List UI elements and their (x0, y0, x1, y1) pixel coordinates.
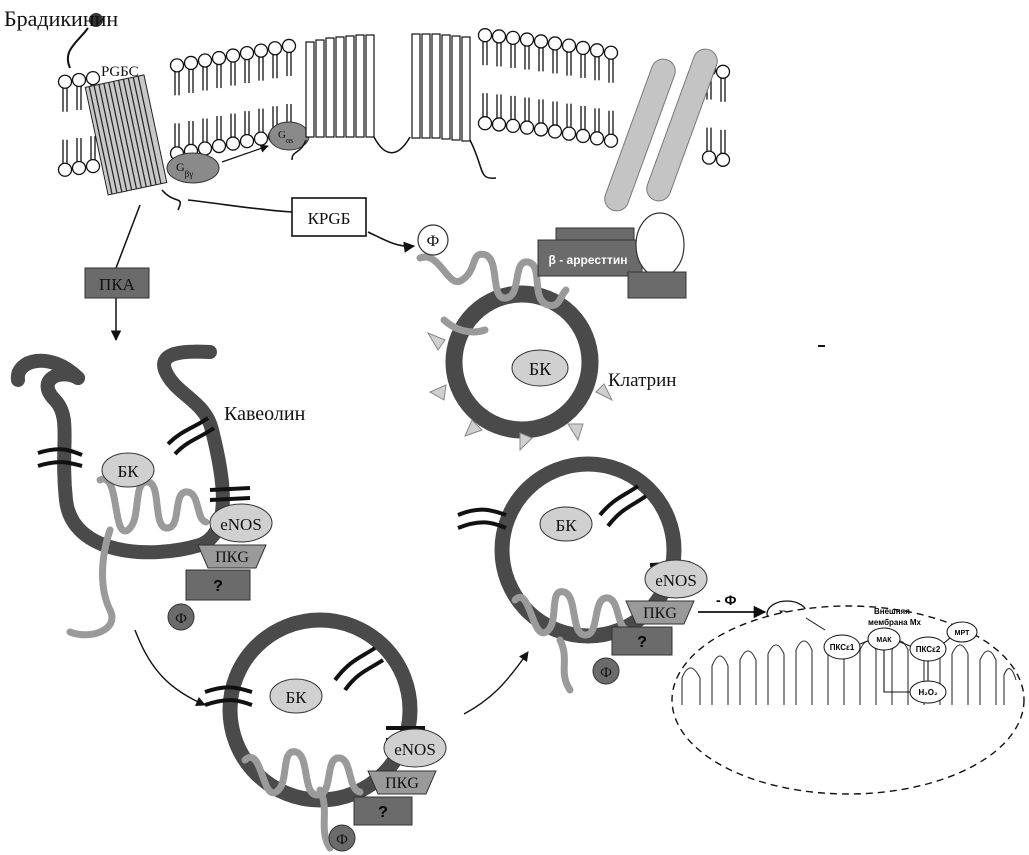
phospho-label-caveola-1: Ф (175, 611, 187, 627)
bk-label-vesicle: БК (529, 359, 552, 379)
lipid-head (563, 127, 576, 140)
lipid-head (241, 135, 254, 148)
caveola-3: БК eNOS ПКG ? Ф (458, 464, 707, 690)
clathrin-label: Клатрин (608, 370, 676, 391)
lipid-head (563, 39, 576, 52)
lipid-head (213, 52, 226, 65)
pka-label: ПКА (99, 275, 136, 294)
lipid-head (199, 142, 212, 155)
unknown-label-caveola-3: ? (637, 634, 647, 651)
enos-label-caveola-2: eNOS (394, 740, 436, 759)
lipid-head (87, 72, 100, 85)
arrow-caveola2-to-caveola3 (464, 652, 528, 714)
lipid-head (535, 123, 548, 136)
caveola-2: БК eNOS ПКG ? Ф (205, 620, 446, 851)
phospho-label-caveola-2: Ф (336, 832, 348, 848)
lipid-head (521, 33, 534, 46)
lipid-head (605, 46, 618, 59)
channel-loops (292, 137, 496, 178)
lipid-head (577, 41, 590, 54)
lipid-head (241, 47, 254, 60)
bk-label-caveola-3: БК (555, 516, 577, 535)
enos-label-caveola-3: eNOS (655, 571, 697, 590)
receptor-label: PGБС (101, 64, 139, 80)
kinase-label: КРGБ (308, 209, 351, 228)
lipid-head (493, 30, 506, 43)
mak-label: МАК (876, 637, 892, 644)
pkg-label-caveola-2: ПКG (385, 775, 419, 792)
beta-arrestin-label: β - арресттин (549, 253, 628, 267)
lipid-head (549, 37, 562, 50)
arrow-caveola1-to-caveola2 (135, 630, 205, 705)
pkc-e1-label: ПКСε1 (830, 643, 855, 652)
lipid-head (227, 137, 240, 150)
lipid-head (283, 39, 296, 52)
caveola-1: БК eNOS ПКG ? Ф (18, 352, 272, 635)
lipid-head (577, 129, 590, 142)
bradykinin-label: Брадикинин (4, 6, 118, 31)
lipid-head (507, 119, 520, 132)
g-alpha-sub: αs (286, 136, 293, 145)
lipid-head (255, 132, 268, 145)
lipid-head (535, 35, 548, 48)
pkg-label-caveola-3: ПКG (643, 605, 677, 622)
lipid-head (171, 59, 184, 72)
h2o2-label: H₂O₂ (918, 688, 938, 697)
lipid-head (227, 49, 240, 62)
lipid-head (479, 117, 492, 130)
lipid-head (591, 44, 604, 57)
adenylyl-cyclase-channel (306, 34, 470, 141)
enos-label-caveola-1: eNOS (220, 515, 262, 534)
lipid-head (59, 163, 72, 176)
unknown-label-caveola-2: ? (378, 804, 388, 821)
lipid-head (521, 121, 534, 134)
lipid-head (717, 65, 730, 78)
bk-label-caveola-1: БК (117, 462, 139, 481)
lipid-head (507, 31, 520, 44)
mito-outer-label-2: мембрана Мх (868, 618, 922, 627)
lipid-head (73, 161, 86, 174)
lipid-head (591, 132, 604, 145)
g-beta-gamma-sub: βγ (185, 169, 194, 179)
lipid-head (185, 56, 198, 69)
lipid-head (703, 151, 716, 164)
mpt-label: МРТ (955, 630, 970, 637)
lipid-head (199, 54, 212, 67)
unknown-label-caveola-1: ? (213, 578, 223, 595)
lipid-head (87, 160, 100, 173)
bradykinin-receptor (85, 75, 167, 195)
receptor-loop (68, 28, 88, 68)
lipid-head (479, 29, 492, 42)
mito-outer-label-1: Внешняя (874, 607, 910, 616)
arrow-receptor-to-pka (116, 205, 140, 268)
lipid-head (605, 134, 618, 147)
minus-phospho-label: - Ф (716, 592, 737, 608)
phospho-label-vesicle: Ф (427, 233, 440, 250)
lipid-head (255, 44, 268, 57)
lipid-head (73, 73, 86, 86)
caveolin-label: Кавеолин (224, 403, 306, 425)
receptor-tail (162, 190, 180, 210)
g-alpha-label: G (278, 129, 286, 141)
pkc-e2-label: ПКСε2 (916, 645, 941, 654)
lipid-head (549, 125, 562, 138)
lipid-head (717, 153, 730, 166)
arrow-receptor-to-kinase (188, 200, 292, 212)
clathrin-vesicle: БК (420, 254, 612, 450)
bk-label-caveola-2: БК (285, 688, 307, 707)
pkg-label-caveola-1: ПКG (215, 549, 249, 566)
lipid-head (493, 118, 506, 131)
g-beta-gamma-label: G (176, 160, 185, 174)
phospho-label-caveola-3: Ф (600, 665, 612, 681)
arrow-kinase-to-phospho (368, 232, 414, 246)
lipid-head (59, 75, 72, 88)
lipid-head (269, 42, 282, 55)
lipid-head (213, 140, 226, 153)
